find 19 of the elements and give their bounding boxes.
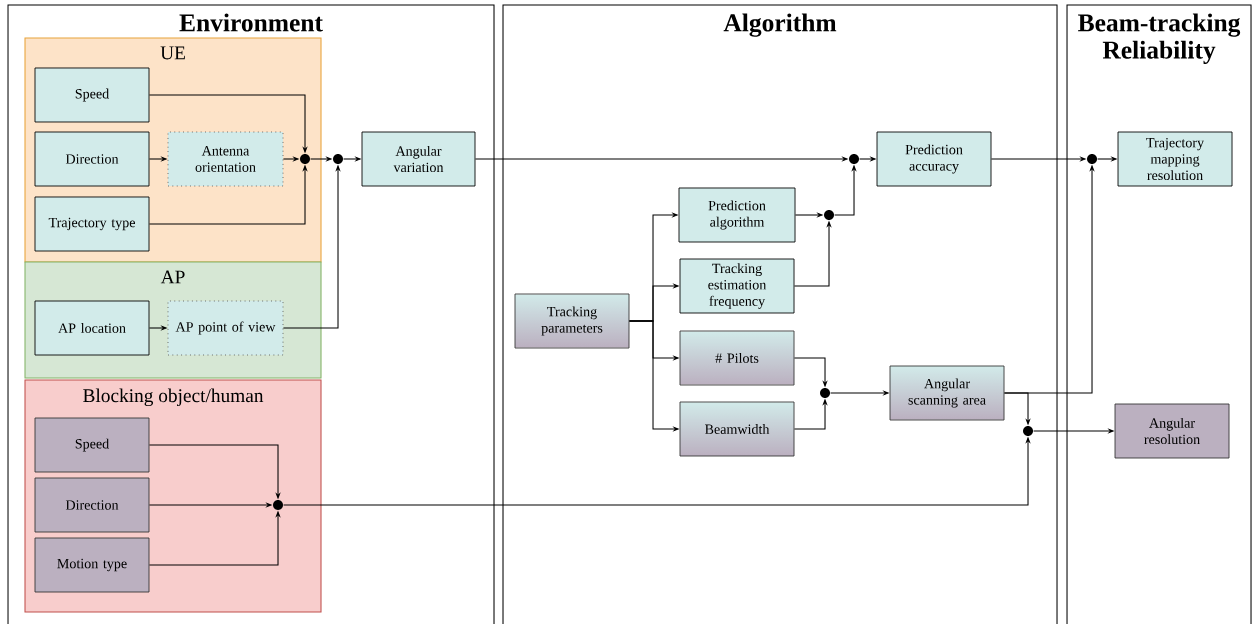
process-box: Angular scanning area <box>889 365 1005 421</box>
process-box: Tracking parameters <box>514 293 630 349</box>
process-box: Tracking estimation frequency <box>679 258 795 314</box>
process-box: Angular resolution <box>1114 403 1230 459</box>
process-box: Prediction accuracy <box>876 131 992 187</box>
process-box: AP location <box>34 300 150 356</box>
process-box: Speed <box>34 67 150 123</box>
process-box: # Pilots <box>679 330 795 386</box>
process-box: Speed <box>34 417 150 473</box>
process-box: Direction <box>34 477 150 533</box>
process-box: Angular variation <box>361 131 476 187</box>
process-box: Trajectory mapping resolution <box>1117 131 1233 187</box>
process-box: Prediction algorithm <box>678 187 796 243</box>
process-box: Antenna orientation <box>167 131 284 187</box>
process-box: Direction <box>34 131 150 187</box>
process-box: AP point of view <box>167 300 284 356</box>
process-box: Beamwidth <box>679 401 795 457</box>
process-box: Motion type <box>34 537 150 593</box>
process-box: Trajectory type <box>34 196 150 252</box>
